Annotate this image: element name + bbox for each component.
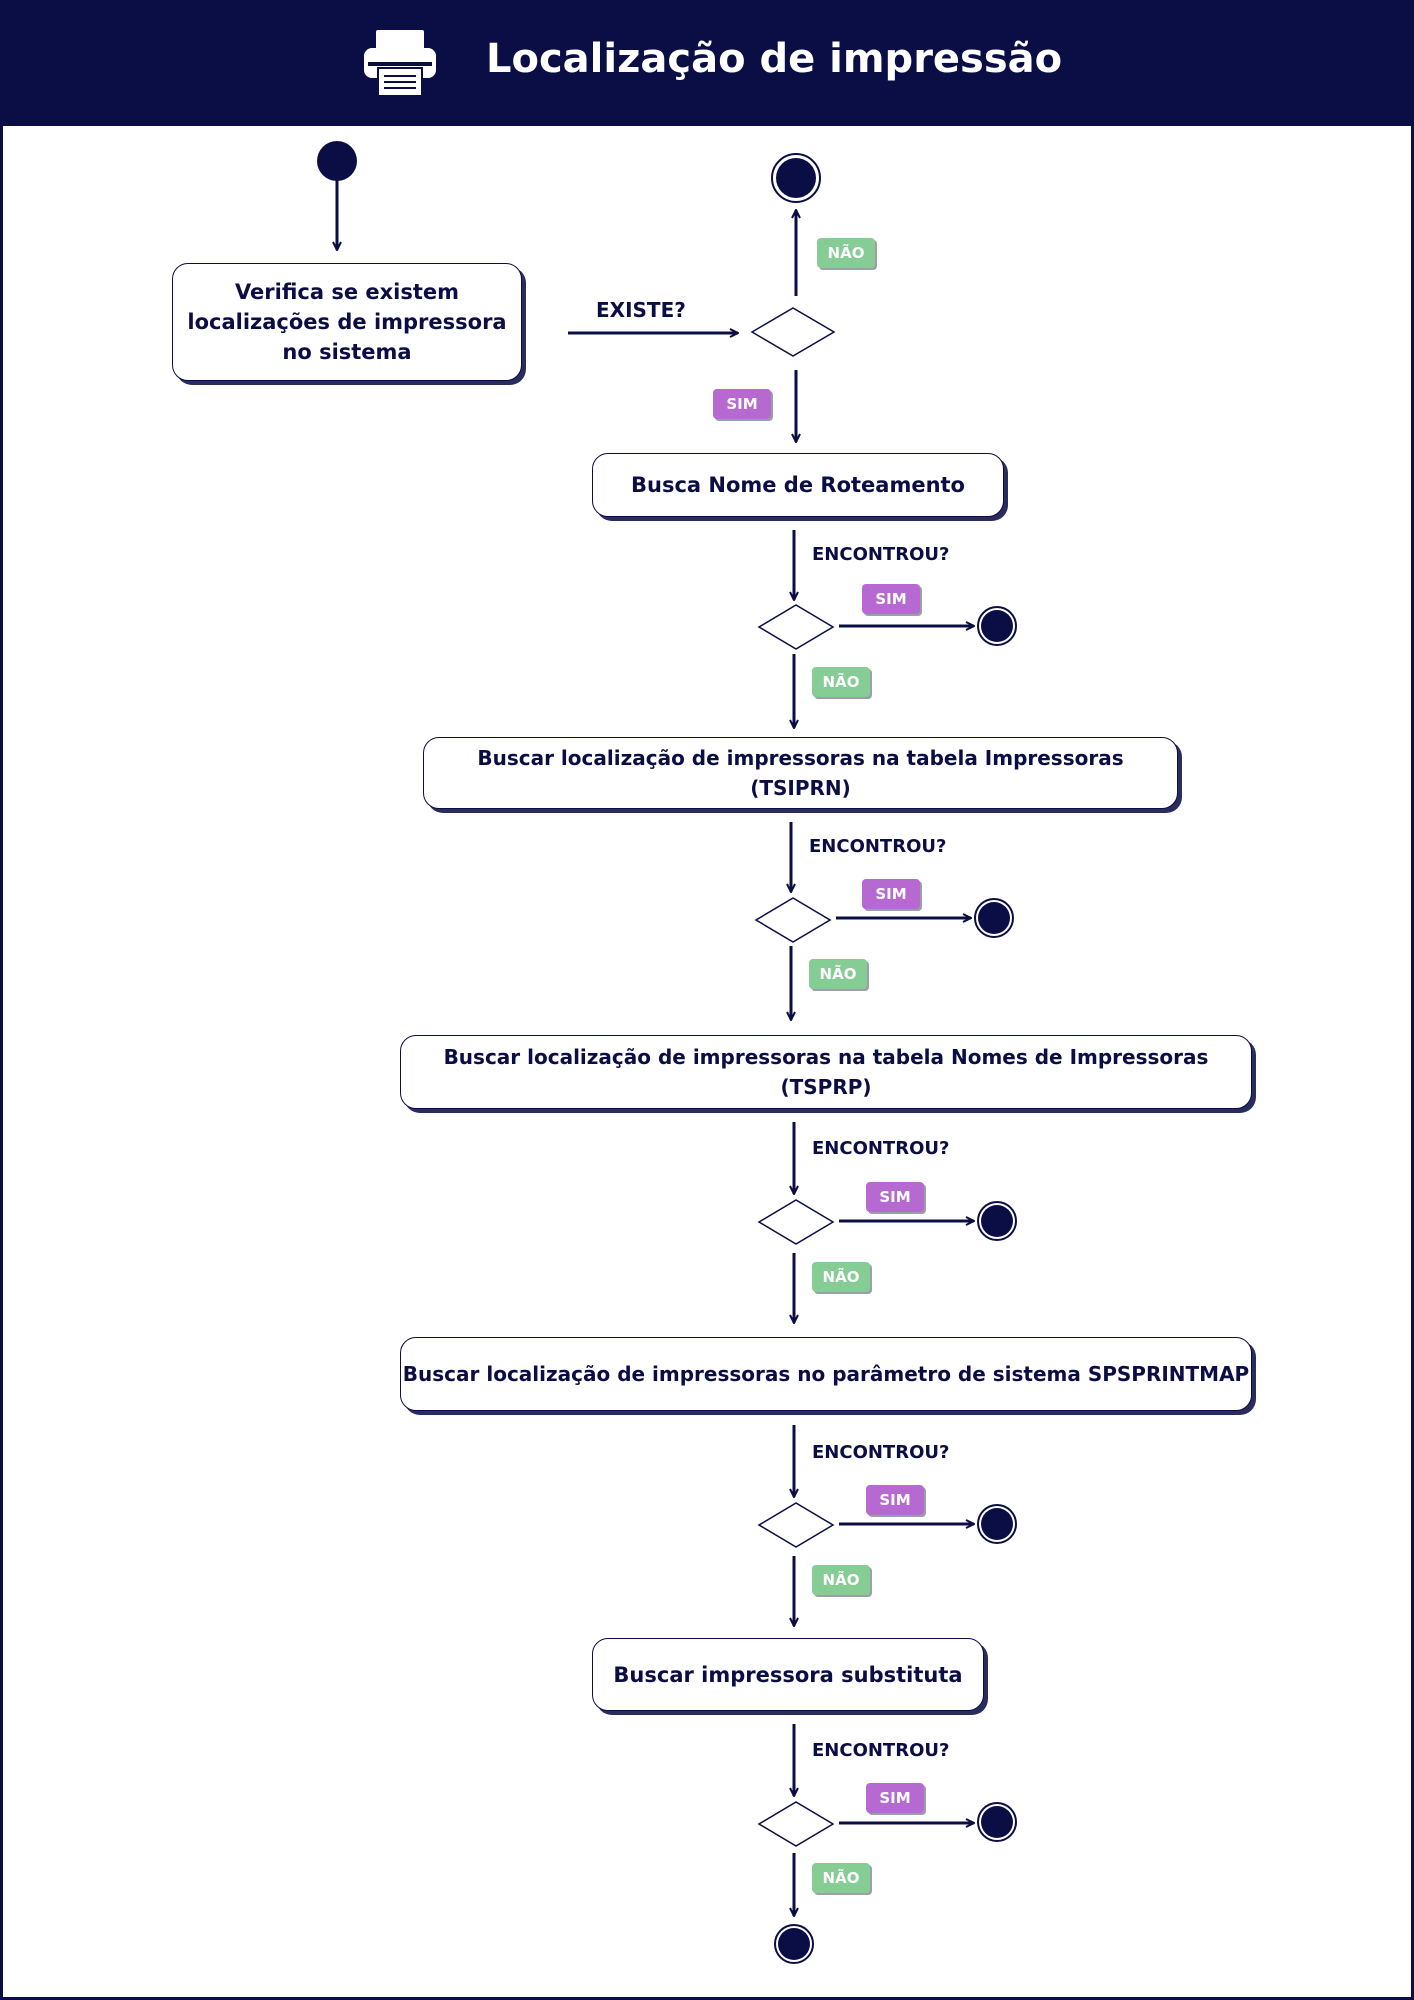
- verify-line-2: localizações de impressora: [187, 310, 507, 334]
- encontrou-label-1: ENCONTROU?: [812, 544, 950, 565]
- encontrou-label-2: ENCONTROU?: [809, 836, 947, 857]
- sim-badge-spsprintmap: SIM: [866, 1485, 924, 1515]
- header-bar: Localização de impressão: [0, 0, 1414, 126]
- nao-badge-substitute: NÃO: [812, 1863, 870, 1893]
- start-node: [317, 141, 357, 181]
- verify-node: Verifica se existem localizações de impr…: [172, 263, 522, 381]
- end-node-spsprintmap: [977, 1504, 1017, 1544]
- decision-spsprintmap: [757, 1502, 835, 1548]
- encontrou-label-3: ENCONTROU?: [812, 1138, 950, 1159]
- page-title: Localização de impressão: [486, 36, 1063, 82]
- encontrou-label-5: ENCONTROU?: [812, 1740, 950, 1761]
- end-node-existe: [771, 153, 821, 203]
- decision-routing: [757, 604, 835, 650]
- decision-tsprp: [757, 1199, 835, 1245]
- tsprp-node: Buscar localização de impressoras na tab…: [400, 1035, 1252, 1109]
- tsiprn-node: Buscar localização de impressoras na tab…: [423, 737, 1178, 809]
- sim-badge-tsiprn: SIM: [862, 879, 920, 909]
- end-node-routing: [977, 606, 1017, 646]
- sim-badge-tsprp: SIM: [866, 1182, 924, 1212]
- decision-substitute: [757, 1801, 835, 1847]
- nao-badge-existe: NÃO: [817, 238, 875, 268]
- nao-badge-tsprp: NÃO: [812, 1262, 870, 1292]
- sim-badge-substitute: SIM: [866, 1783, 924, 1813]
- spsprintmap-node: Buscar localização de impressoras no par…: [400, 1337, 1252, 1411]
- nao-badge-spsprintmap: NÃO: [812, 1565, 870, 1595]
- routing-node: Busca Nome de Roteamento: [592, 453, 1004, 517]
- verify-line-1: Verifica se existem: [234, 280, 460, 304]
- sim-badge-routing: SIM: [862, 584, 920, 614]
- end-node-final: [774, 1924, 814, 1964]
- sim-badge-existe: SIM: [713, 389, 771, 419]
- end-nodes: [771, 153, 1017, 1964]
- end-node-tsprp: [977, 1201, 1017, 1241]
- nao-badge-tsiprn: NÃO: [809, 959, 867, 989]
- encontrou-label-4: ENCONTROU?: [812, 1442, 950, 1463]
- verify-line-3: no sistema: [282, 340, 412, 364]
- end-node-substitute: [977, 1802, 1017, 1842]
- decision-existe: [750, 307, 836, 357]
- nao-badge-routing: NÃO: [812, 667, 870, 697]
- end-node-tsiprn: [974, 898, 1014, 938]
- decision-tsiprn: [754, 897, 832, 943]
- printer-icon: [364, 30, 436, 97]
- substitute-node: Buscar impressora substituta: [592, 1638, 984, 1711]
- existe-label: EXISTE?: [596, 298, 686, 322]
